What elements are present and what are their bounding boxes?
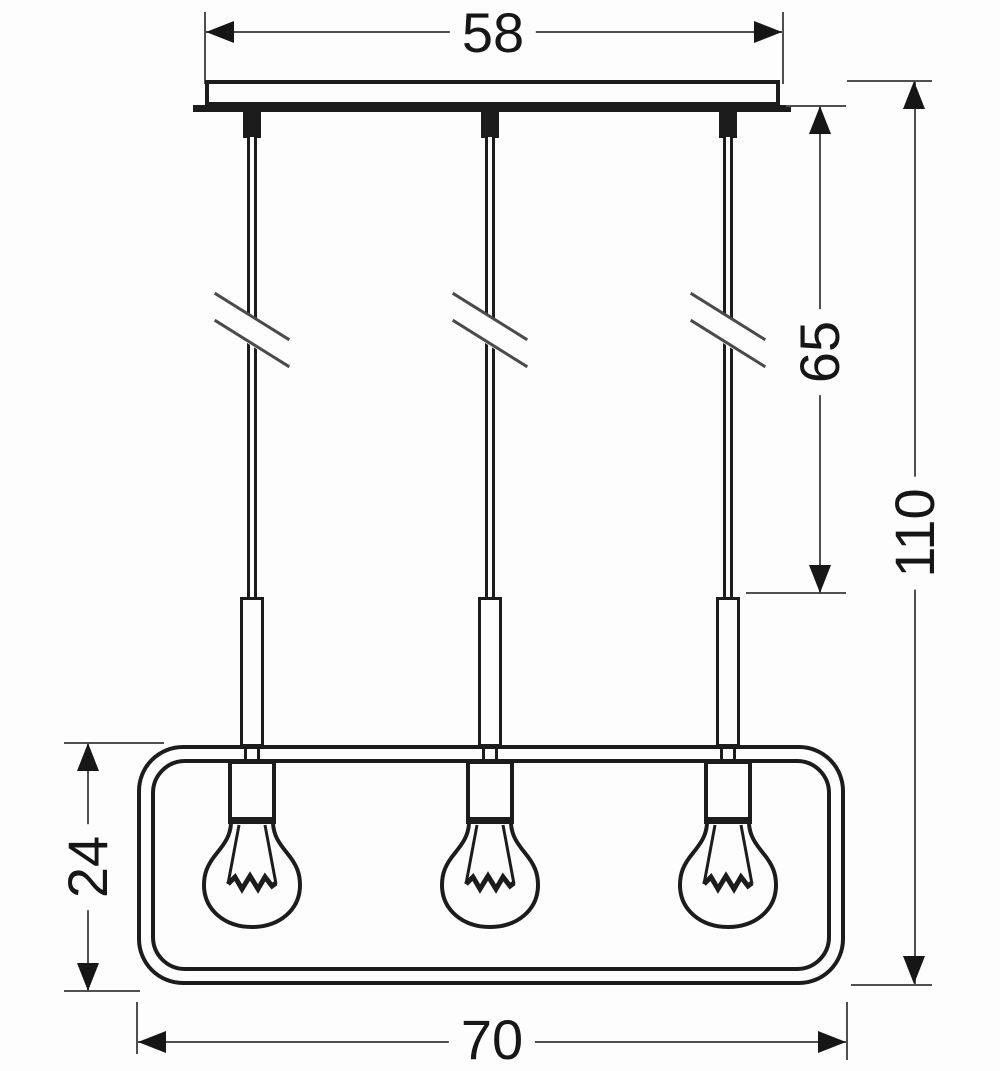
dim-110-extension-line-bottom: [851, 984, 932, 986]
filament-support-left: [464, 824, 479, 885]
cord-sleeve: [716, 597, 740, 747]
filament-support-right: [739, 824, 754, 885]
dim-70-extension-line-right: [846, 1002, 848, 1060]
socket-neck: [244, 748, 260, 760]
lamp-assembly-2: [430, 111, 550, 935]
filament-support-right: [263, 824, 278, 885]
socket-neck: [482, 748, 498, 760]
suspension-cord: [485, 137, 495, 599]
dim-24-arrow-up: [77, 743, 99, 771]
dim-65-arrow-down: [809, 565, 831, 593]
filament: [464, 871, 516, 894]
dim-24-arrow-down: [77, 963, 99, 991]
dim-110-extension-line-top: [847, 80, 932, 82]
cord-connector: [719, 111, 737, 138]
socket-neck: [720, 748, 736, 760]
filament-support-left: [702, 824, 717, 885]
dim-70-arrow-right: [818, 1031, 846, 1053]
dim-58-extension-line-left: [204, 12, 206, 84]
dim-24-extension-line-bottom: [64, 990, 140, 992]
dim-110-label: 110: [883, 476, 946, 590]
dim-24-extension-line-top: [64, 742, 164, 744]
cord-sleeve: [240, 597, 264, 747]
dim-58-arrow-right: [754, 21, 782, 43]
cord-connector: [243, 111, 261, 138]
dim-70-extension-line-left: [136, 1002, 138, 1054]
suspension-cord: [247, 137, 257, 599]
light-bulb-icon: [440, 823, 540, 930]
dim-70-label: 70: [448, 1012, 536, 1068]
frame-outer: [137, 745, 845, 985]
dim-58-label: 58: [449, 5, 537, 61]
dim-58-extension-line-right: [782, 12, 784, 84]
dim-65-extension-line-bottom: [746, 592, 846, 594]
filament-support-right: [501, 824, 516, 885]
dim-65-arrow-up: [809, 106, 831, 134]
filament-support-left: [226, 824, 241, 885]
dim-70-arrow-left: [138, 1031, 166, 1053]
frame-inner: [151, 759, 831, 971]
cord-sleeve: [478, 597, 502, 747]
light-bulb-icon: [678, 823, 778, 930]
lamp-socket: [466, 760, 514, 824]
lamp-assembly-3: [668, 111, 788, 935]
cord-connector: [481, 111, 499, 138]
dim-24-label: 24: [56, 823, 119, 911]
canopy-base-plate: [193, 105, 791, 112]
suspension-cord: [723, 137, 733, 599]
light-bulb-icon: [202, 823, 302, 930]
dim-110-arrow-up: [903, 81, 925, 109]
dim-58-arrow-left: [206, 21, 234, 43]
dim-110-arrow-down: [903, 956, 925, 984]
filament: [226, 871, 278, 894]
filament: [702, 871, 754, 894]
ceiling-canopy: [205, 80, 780, 106]
dim-65-label: 65: [788, 308, 851, 396]
